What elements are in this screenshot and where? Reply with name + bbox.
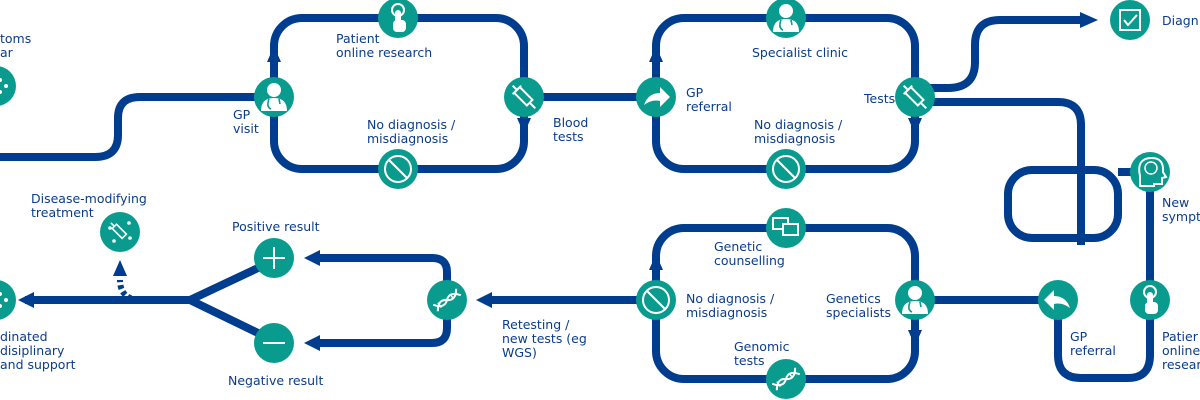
path-online-to-referral [1054,300,1154,382]
label-positive-result: Positive result [232,219,320,234]
node-disease-modifying [100,212,140,252]
arrowhead [304,250,320,266]
arrowhead [649,46,663,62]
small-loop [1004,166,1122,242]
node-circle [504,77,544,117]
arrowhead [1080,12,1098,28]
arrowhead [267,46,281,62]
node-gp-visit [254,77,294,117]
path-tests-to-loop [915,98,1085,245]
prohibited-icon [384,155,412,183]
arrowhead [908,118,922,134]
label-no-diagnosis-2: No diagnosis /misdiagnosis [754,117,843,146]
node-diagnosis [1110,0,1150,40]
node-gp-referral-2 [1038,280,1078,320]
speech-bubbles-icon [772,217,799,236]
arrowhead [304,335,320,351]
dna-icon [432,288,462,312]
node-genetics-specialists [895,280,935,320]
node-coordinated-care [0,280,16,320]
syringe-icon [902,84,928,110]
node-blood-tests [504,77,544,117]
dna-icon [771,367,801,391]
node-circle [1110,0,1150,40]
syringe-dots-icon [108,221,132,243]
node-specialist-clinic [766,0,806,38]
node-no-diagnosis-2 [766,149,806,189]
node-genomic-tests [766,359,806,399]
finger-touch-icon [1143,285,1158,314]
syringe-icon [511,84,537,110]
node-genetic-counselling [766,208,806,248]
arrowhead [18,292,34,308]
node-tests [895,77,935,117]
arrow-left-icon [1044,290,1070,310]
arrowhead [113,260,127,276]
path-fork [312,254,451,288]
label-no-diagnosis-1: No diagnosis /misdiagnosis [367,117,456,146]
brain-head-icon [1138,156,1168,187]
label-tests: Tests [864,91,896,106]
arrowhead [476,292,492,308]
node-circle [895,77,935,117]
doctor-icon [261,83,287,111]
arrowhead [649,254,663,270]
doctor-icon [902,286,928,314]
node-patient-online-research-1 [378,0,418,38]
plus-icon [263,247,285,269]
node-no-diagnosis-1 [378,149,418,189]
checkbox-icon [1119,9,1141,31]
label-specialist-clinic: Specialist clinic [752,45,848,60]
label-no-diagnosis-3: No diagnosis /misdiagnosis [686,291,775,320]
node-gp-referral-1 [636,77,676,117]
node-symptoms [0,66,16,106]
prohibited-icon [642,286,670,314]
dots-icon [0,292,8,308]
label-negative-result: Negative result [228,373,324,388]
node-retesting [427,280,467,320]
arrow-right-icon [644,87,670,107]
node-positive-result [254,238,294,278]
path-symptoms-to-gp [0,93,270,161]
dashed-path-to-treatment [117,279,139,303]
path-tests-to-diagnosis [915,16,1082,92]
arrowhead [517,118,531,134]
node-patient-online-research-2 [1130,280,1170,320]
node-no-diagnosis-3 [636,280,676,320]
doctor-icon [773,4,799,32]
finger-touch-icon [391,3,406,32]
arrowhead [908,330,922,346]
dots-icon [0,78,8,94]
prohibited-icon [772,155,800,183]
node-negative-result [254,323,294,363]
node-new-symptoms [1130,152,1170,192]
label-diagnosis: Diagn [1162,13,1199,28]
